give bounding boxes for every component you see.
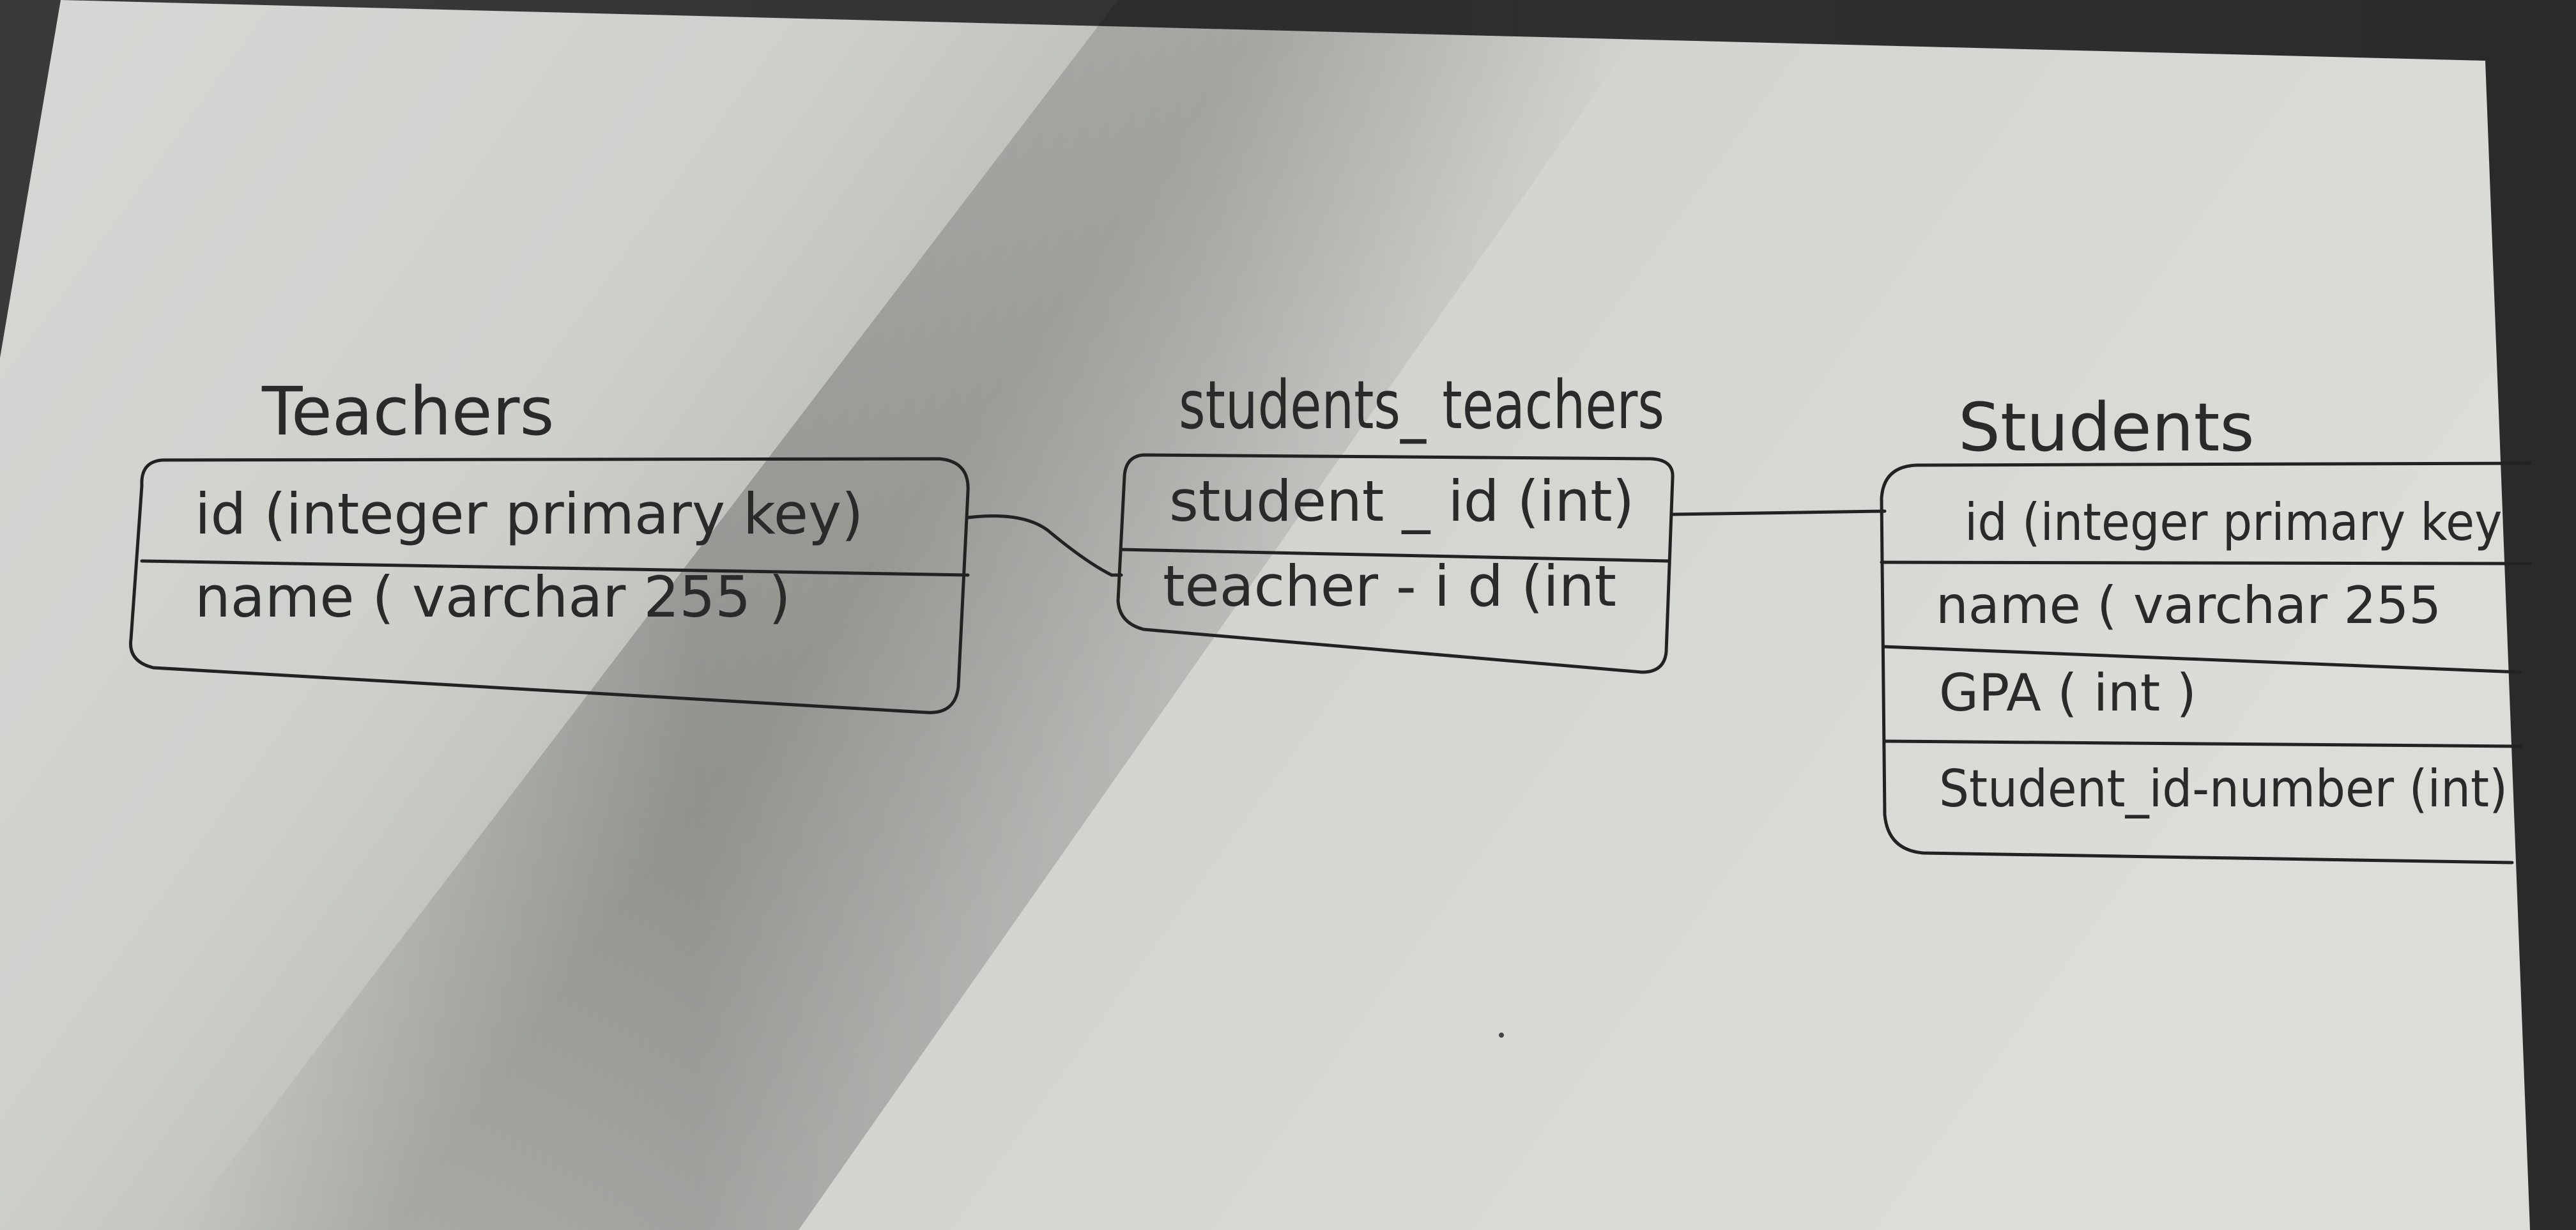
table-outline-students-teachers	[1116, 453, 1675, 674]
field-students-gpa: GPA ( int )	[1939, 663, 2196, 723]
field-students-id: id (integer primary key)	[1965, 493, 2520, 552]
field-teachers-name: name ( varchar 255 )	[195, 564, 791, 630]
relation-line-teachers	[966, 514, 1123, 577]
shadow-band	[179, 0, 1661, 1230]
table-outline-students	[1880, 461, 2532, 865]
row-divider-students-2	[1882, 645, 2522, 674]
table-students-teachers: students_ teachers student _ id (int) te…	[1116, 366, 1675, 674]
field-students-teachers-teacher-id: teacher - i d (int	[1163, 553, 1616, 619]
table-title-students-teachers: students_ teachers	[1179, 366, 1664, 444]
row-divider-students-3	[1883, 739, 2522, 748]
table-students: Students id (integer primary key) name (…	[1880, 388, 2532, 865]
row-divider-students-teachers-1	[1119, 548, 1671, 563]
table-teachers: Teachers id (integer primary key) name (…	[128, 373, 970, 714]
field-students-name: name ( varchar 255	[1936, 576, 2441, 635]
table-title-teachers: Teachers	[261, 373, 555, 450]
row-divider-students-1	[1880, 560, 2532, 565]
row-divider-teachers-1	[140, 559, 970, 577]
relation-line-students	[1671, 509, 1887, 516]
field-teachers-id: id (integer primary key)	[195, 481, 863, 547]
pencil-dot	[1499, 1033, 1504, 1038]
table-title-students: Students	[1958, 388, 2255, 466]
field-students-teachers-student-id: student _ id (int)	[1169, 468, 1634, 534]
field-students-student-id-number: Student_id-number (int)	[1939, 759, 2508, 819]
table-outline-teachers	[128, 457, 970, 714]
